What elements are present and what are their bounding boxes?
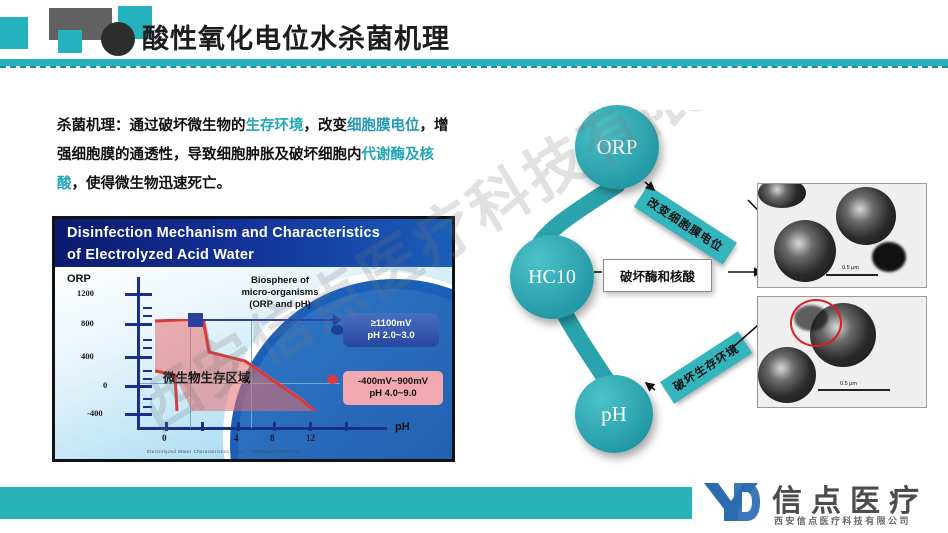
cell-body [774,220,836,282]
biosphere-line3: (ORP and pH) [249,299,311,310]
chart-y-tick-major [125,413,152,416]
header-deco-square-teal-small [58,30,82,53]
chart-y-tick-label: -400 [87,408,103,418]
chart-x-tick [237,422,240,431]
slide-header: 酸性氧化电位水杀菌机理 [0,0,948,68]
paragraph-segment-5: 代谢酶及核酸 [57,147,434,192]
chart-y-axis-label: ORP [67,273,91,285]
micrograph-intact-cells: 0.5 μm [757,183,927,288]
chart-title-line2: of Electrolyzed Acid Water [67,247,255,263]
chart-x-tick [345,422,348,431]
callout-blue-line1: ≥1100mV [370,318,412,329]
paragraph-segment-0: 杀菌机理：通过破坏微生物的 [57,118,246,134]
chart-y-tick-major [125,356,152,359]
chart-marker-square [188,313,203,327]
biosphere-line1: Biosphere of [250,275,310,286]
cell-body [836,187,896,245]
page-title: 酸性氧化电位水杀菌机理 [142,24,450,54]
chart-y-tick-major [125,323,152,326]
chart-x-tick-label: 8 [270,433,275,443]
chart-x-tick-label: 4 [234,433,239,443]
footer-logo: 信点医疗 西安信点医疗科技有限公司 [700,470,948,532]
chart-y-tick-minor [143,398,152,400]
chart-x-tick [201,422,204,431]
chart-title-band: Disinfection Mechanism and Characteristi… [55,219,452,267]
bullet-dot-icon [101,22,135,56]
chart-annotation-arrow-head [333,314,342,326]
paragraph-segment-3: 细胞膜电位 [347,118,420,134]
chart-y-tick-minor [143,315,152,317]
chart-plot-area: ORP pH 1200 800 400 0 -400 0 4 8 12 [55,267,452,459]
footer-company-name: 西安信点医疗科技有限公司 [774,516,911,526]
chart-y-tick-minor [143,370,152,372]
chart-annotation-dot [331,325,344,335]
chart-x-tick-label: 12 [306,433,315,443]
paragraph-segment-4: ，增强细胞膜的通透性，导致细胞肿胀及破坏细胞内 [57,118,449,163]
diagram-tag-hc10-effect: 破坏酶和核酸 [603,259,713,292]
scale-bar [826,274,878,276]
chart-y-tick-major [125,293,152,296]
mechanism-diagram: ORP HC10 pH 改变细胞膜电位 破坏酶和核酸 破坏生存环境 [470,90,948,470]
scale-bar-label: 0.5 μm [840,381,857,387]
chart-y-tick-minor [143,406,152,408]
chart-zone-label: 微生物生存区域 [163,371,251,385]
cell-body [758,184,806,208]
footer-bar [0,487,692,519]
chart-y-tick-label: 400 [81,351,94,361]
xd-logo-icon [704,483,760,521]
callout-blue-line2: pH 2.0~3.0 [367,330,415,341]
chart-y-tick-major [125,385,152,388]
biosphere-line2: micro-organisms [241,287,319,298]
chart-x-axis [137,427,387,430]
chart-survival-outline [155,319,316,411]
damage-highlight-circle [790,299,842,347]
paragraph-segment-6: ，使得微生物迅速死亡。 [71,176,232,192]
chart-callout-blue: ≥1100mV pH 2.0~3.0 [343,313,439,347]
chart-callout-red: -400mV~900mV pH 4.0~9.0 [343,371,443,405]
chart-biosphere-annotation: Biosphere of micro-organisms (ORP and pH… [205,275,355,311]
diagram-node-hc10[interactable]: HC10 [510,235,594,319]
chart-x-tick-label: 0 [162,433,167,443]
chart-x-axis-label: pH [395,421,410,433]
chart-y-tick-minor [143,347,152,349]
chart-x-tick [165,422,168,431]
mechanism-paragraph: 杀菌机理：通过破坏微生物的生存环境，改变细胞膜电位，增强细胞膜的通透性，导致细胞… [57,112,457,199]
chart-title-line1: Disinfection Mechanism and Characteristi… [67,225,380,241]
node-ph-label: pH [601,401,627,426]
diagram-node-ph[interactable]: pH [575,375,653,453]
chart-y-axis [137,277,140,429]
chart-y-tick-label: 1200 [77,288,94,298]
cell-fragment [872,242,906,272]
chart-y-tick-minor [143,339,152,341]
node-orp-label: ORP [596,134,638,159]
header-rule-bar [0,59,948,66]
scale-bar [818,389,890,391]
diagram-node-orp[interactable]: ORP [575,105,659,189]
electrolyzed-water-chart: Disinfection Mechanism and Characteristi… [52,216,455,462]
chart-y-tick-minor [143,378,152,380]
chart-y-tick-label: 0 [103,380,108,390]
chart-footnote: Electrolyzed Water Characteristics Chart… [147,449,301,454]
callout-red-line1: -400mV~900mV [358,376,428,387]
header-dashed-rule [0,66,948,68]
chart-y-tick-label: 800 [81,318,94,328]
paragraph-segment-1: 生存环境 [245,118,304,134]
paragraph-segment-2: ，改变 [303,118,348,134]
chart-x-tick [309,422,312,431]
cell-body [758,347,816,403]
footer-brand-name: 信点医疗 [772,485,928,518]
chart-annotation-arrow-line [203,319,337,321]
micrograph-damaged-cells: 0.5 μm [757,296,927,408]
header-deco-square-teal-left [0,17,28,49]
chart-x-tick [273,422,276,431]
chart-y-tick-minor [143,307,152,309]
chart-marker-circle [327,375,338,384]
callout-red-line2: pH 4.0~9.0 [369,388,417,399]
node-hc10-label: HC10 [528,265,576,288]
scale-bar-label: 0.5 μm [842,265,859,271]
